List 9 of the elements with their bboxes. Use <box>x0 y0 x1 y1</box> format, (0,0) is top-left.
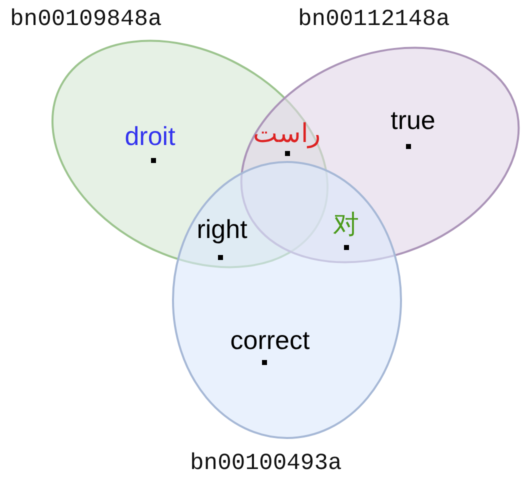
word-label: true <box>390 107 436 133</box>
set-label: bn00112148a <box>298 6 450 32</box>
word-label: right <box>196 216 248 242</box>
set-label: bn00109848a <box>10 6 162 32</box>
set-label: bn00100493a <box>190 450 342 476</box>
word-label: راست <box>253 120 321 146</box>
word-label: 对 <box>333 211 359 237</box>
word-label: correct <box>230 327 310 353</box>
word-label: droit <box>124 123 176 149</box>
